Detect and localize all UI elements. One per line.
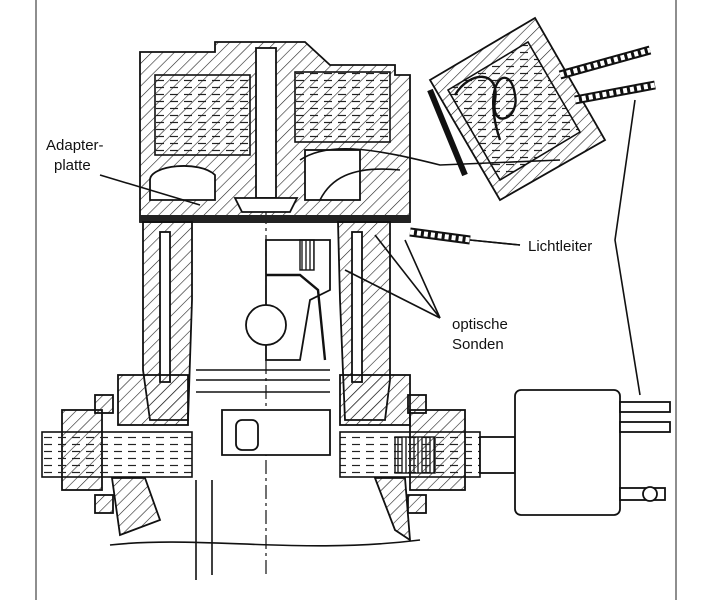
valve <box>233 47 299 213</box>
label-lichtleiter: Lichtleiter <box>528 238 592 255</box>
label-adapter-line1: Adapter- <box>46 137 104 154</box>
piston <box>196 239 331 393</box>
page-frame <box>35 0 677 600</box>
fiber-cables <box>299 45 656 396</box>
cylinder-wall-left <box>117 221 193 426</box>
label-sonden-line2: Sonden <box>452 336 504 353</box>
label-adapter-line2: platte <box>54 157 91 174</box>
leader-lines <box>99 174 521 319</box>
connector-box <box>514 389 671 516</box>
labels: Adapter- platte Lichtleiter optische Son… <box>46 137 592 353</box>
crankcase <box>41 394 516 580</box>
cylinder-wall-right <box>337 221 411 426</box>
adapter-box <box>427 16 607 202</box>
label-sonden-line1: optische <box>452 316 508 333</box>
